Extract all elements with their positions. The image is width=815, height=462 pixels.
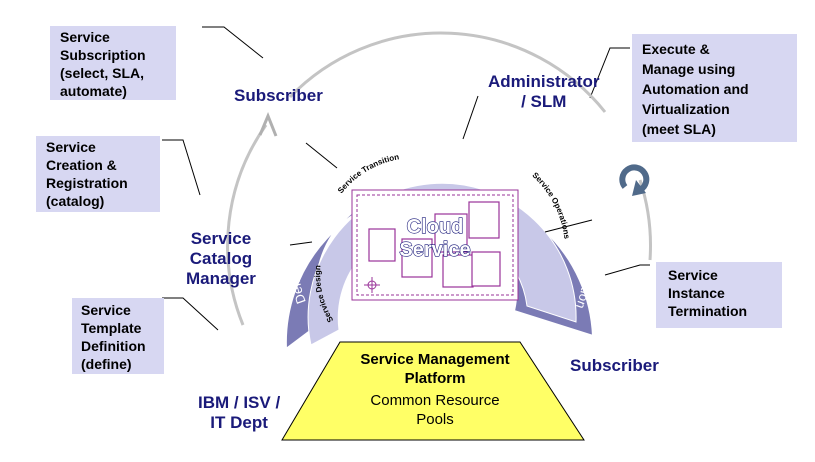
cloud-service-title-line1: Cloud (407, 216, 464, 238)
role-administrator: Administrator / SLM (488, 72, 599, 112)
platform-sub-line1: Common Resource (370, 392, 499, 409)
role-subscriber-top: Subscriber (234, 86, 323, 106)
role-line: IT Dept (210, 413, 268, 432)
box-line: (meet SLA) (642, 121, 716, 137)
role-catalog-manager: Service Catalog Manager (186, 229, 256, 289)
box-line: Service (46, 139, 96, 155)
ring-segment-offering: Offering (291, 171, 317, 221)
cloud-service-title-line2: Service (399, 239, 470, 261)
ring-segment-production: Production (503, 120, 562, 171)
role-line: Service (190, 229, 252, 248)
role-line: / SLM (521, 92, 567, 111)
box-line: Service (668, 267, 718, 283)
box-line: Creation & (46, 157, 117, 173)
box-line: Service (81, 302, 131, 318)
box-line: Termination (668, 303, 748, 319)
service-creation-box: Service Creation & Registration (catalog… (36, 136, 160, 212)
box-line: Registration (46, 175, 128, 191)
ring-inner-service-transition: Service Transition (336, 152, 400, 195)
role-line: Catalog (189, 249, 253, 268)
box-line: (define) (81, 356, 132, 372)
role-ibm-isv-it: IBM / ISV / IT Dept (198, 393, 280, 433)
execute-manage-box: Execute & Manage using Automation and Vi… (632, 34, 797, 142)
box-line: automate) (60, 83, 127, 99)
box-line: Subscription (60, 47, 146, 63)
box-line: Automation and (642, 81, 749, 97)
role-line: Administrator (488, 72, 600, 91)
role-line: Subscriber (570, 356, 659, 375)
platform-title-line2: Platform (405, 370, 466, 387)
box-line: (select, SLA, (60, 65, 145, 81)
box-line: Instance (668, 285, 725, 301)
box-line: Definition (81, 338, 146, 354)
connector-lines (162, 26, 650, 331)
ring-divider (462, 95, 479, 140)
arrow-head-left (258, 112, 278, 137)
box-line: (catalog) (46, 193, 105, 209)
role-subscriber-bottom: Subscriber (570, 356, 659, 376)
box-line: Virtualization (642, 101, 730, 117)
box-line: Service (60, 29, 110, 45)
role-line: Manager (186, 269, 256, 288)
platform-sub-line2: Pools (416, 411, 454, 428)
crosshair-icon (364, 277, 380, 293)
ring-divider (289, 241, 313, 246)
service-subscription-box: Service Subscription (select, SLA, autom… (50, 26, 176, 100)
role-line: Subscriber (234, 86, 323, 105)
box-line: Manage using (642, 61, 736, 77)
service-management-platform: Service Management Platform Common Resou… (281, 341, 585, 441)
box-line: Template (81, 320, 142, 336)
service-termination-box: Service Instance Termination (656, 262, 782, 328)
refresh-cycle-icon (619, 164, 650, 196)
ring-divider (544, 219, 593, 233)
ring-segment-instantiation: Instantiation (358, 118, 432, 148)
ring-divider (305, 142, 338, 169)
platform-title-line1: Service Management (360, 351, 509, 368)
box-line: Execute & (642, 41, 710, 57)
service-template-box: Service Template Definition (define) (72, 298, 164, 374)
role-line: IBM / ISV / (198, 393, 281, 412)
cloud-service-panel: Cloud Service (351, 189, 519, 301)
